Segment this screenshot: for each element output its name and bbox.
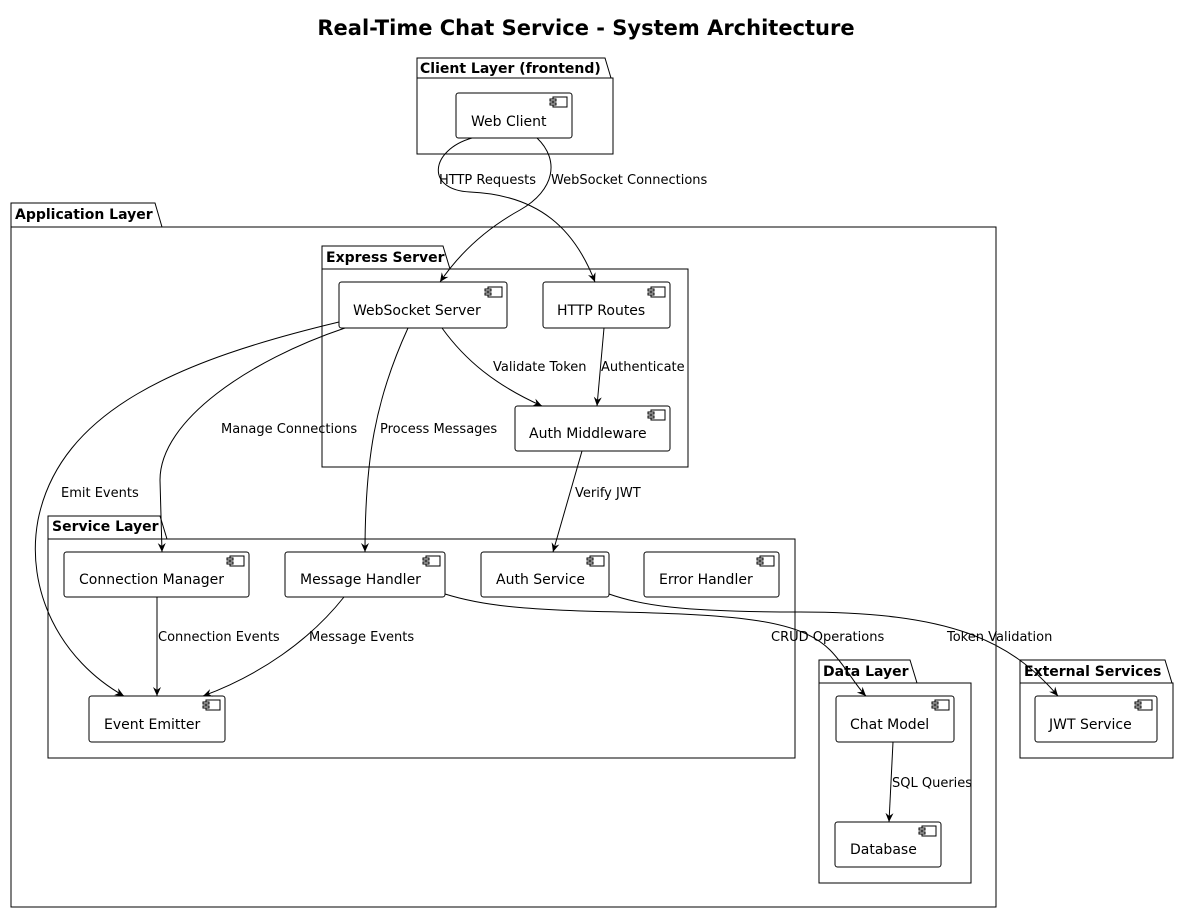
edge-crud-operations: CRUD Operations: [444, 593, 884, 697]
component-icon: [484, 286, 503, 298]
edge-message-events: Message Events: [202, 596, 414, 697]
component-event-emitter[interactable]: Event Emitter: [88, 695, 226, 743]
package-external-services-label: External Services: [1024, 664, 1161, 680]
component-icon: [422, 555, 441, 567]
component-websocket-server-label: WebSocket Server: [353, 303, 481, 319]
component-message-handler-label: Message Handler: [300, 572, 421, 588]
component-icon: [756, 555, 775, 567]
edge-authenticate: Authenticate: [593, 327, 685, 407]
component-chat-model[interactable]: Chat Model: [835, 695, 955, 743]
component-connection-manager-label: Connection Manager: [79, 572, 224, 588]
edge-message-events-label: Message Events: [309, 630, 414, 645]
edge-process-messages: Process Messages: [361, 327, 497, 553]
component-error-handler[interactable]: Error Handler: [643, 551, 780, 598]
edge-validate-token: Validate Token: [441, 327, 587, 407]
component-auth-service-label: Auth Service: [496, 572, 585, 588]
component-icon: [549, 96, 568, 108]
component-web-client[interactable]: Web Client: [455, 92, 573, 139]
edge-validate-token-label: Validate Token: [493, 360, 587, 375]
edge-verify-jwt-label: Verify JWT: [575, 486, 641, 501]
component-http-routes[interactable]: HTTP Routes: [542, 281, 671, 329]
component-icon: [1134, 699, 1153, 711]
component-jwt-service-label: JWT Service: [1048, 717, 1132, 733]
edge-websocket-connections: WebSocket Connections: [439, 137, 708, 283]
edge-crud-operations-label: CRUD Operations: [771, 630, 884, 645]
component-chat-model-label: Chat Model: [850, 717, 929, 733]
edge-process-messages-label: Process Messages: [380, 422, 497, 437]
component-database-label: Database: [850, 842, 917, 858]
component-auth-service[interactable]: Auth Service: [480, 551, 610, 598]
component-connection-manager[interactable]: Connection Manager: [63, 551, 250, 598]
component-icon: [931, 699, 950, 711]
component-event-emitter-label: Event Emitter: [104, 717, 201, 733]
component-http-routes-label: HTTP Routes: [557, 303, 645, 319]
component-error-handler-label: Error Handler: [659, 572, 753, 588]
edge-emit-events: Emit Events: [34, 321, 340, 697]
component-auth-middleware-label: Auth Middleware: [529, 426, 647, 442]
edge-manage-connections: Manage Connections: [157, 327, 357, 553]
edge-http-requests: HTTP Requests: [437, 137, 596, 283]
component-icon: [226, 555, 245, 567]
component-websocket-server[interactable]: WebSocket Server: [338, 281, 508, 329]
component-icon: [202, 699, 221, 711]
component-jwt-service[interactable]: JWT Service: [1034, 695, 1158, 743]
edge-sql-queries-label: SQL Queries: [892, 776, 972, 791]
edge-connection-events: Connection Events: [153, 597, 280, 696]
package-client-layer-label: Client Layer (frontend): [420, 61, 601, 77]
edge-verify-jwt: Verify JWT: [551, 450, 641, 553]
component-database[interactable]: Database: [834, 821, 942, 868]
component-icon: [647, 286, 666, 298]
edge-connection-events-label: Connection Events: [158, 630, 280, 645]
diagram-title: Real-Time Chat Service - System Architec…: [317, 16, 854, 40]
component-icon: [918, 825, 937, 837]
package-application-layer-label: Application Layer: [15, 207, 153, 223]
component-icon: [586, 555, 605, 567]
edge-token-validation: Token Validation: [608, 593, 1059, 697]
package-service-layer-label: Service Layer: [52, 519, 159, 535]
component-web-client-label: Web Client: [471, 114, 547, 130]
package-data-layer-label: Data Layer: [823, 664, 909, 680]
edge-sql-queries: SQL Queries: [885, 741, 972, 823]
edge-http-requests-label: HTTP Requests: [439, 173, 536, 188]
component-message-handler[interactable]: Message Handler: [284, 551, 446, 598]
package-express-server-label: Express Server: [326, 250, 445, 266]
edge-manage-connections-label: Manage Connections: [221, 422, 357, 437]
component-icon: [647, 409, 666, 421]
component-auth-middleware[interactable]: Auth Middleware: [514, 405, 671, 452]
edge-emit-events-label: Emit Events: [61, 486, 139, 501]
edge-token-validation-label: Token Validation: [946, 630, 1052, 645]
edge-websocket-connections-label: WebSocket Connections: [551, 173, 708, 188]
edge-authenticate-label: Authenticate: [601, 360, 685, 375]
